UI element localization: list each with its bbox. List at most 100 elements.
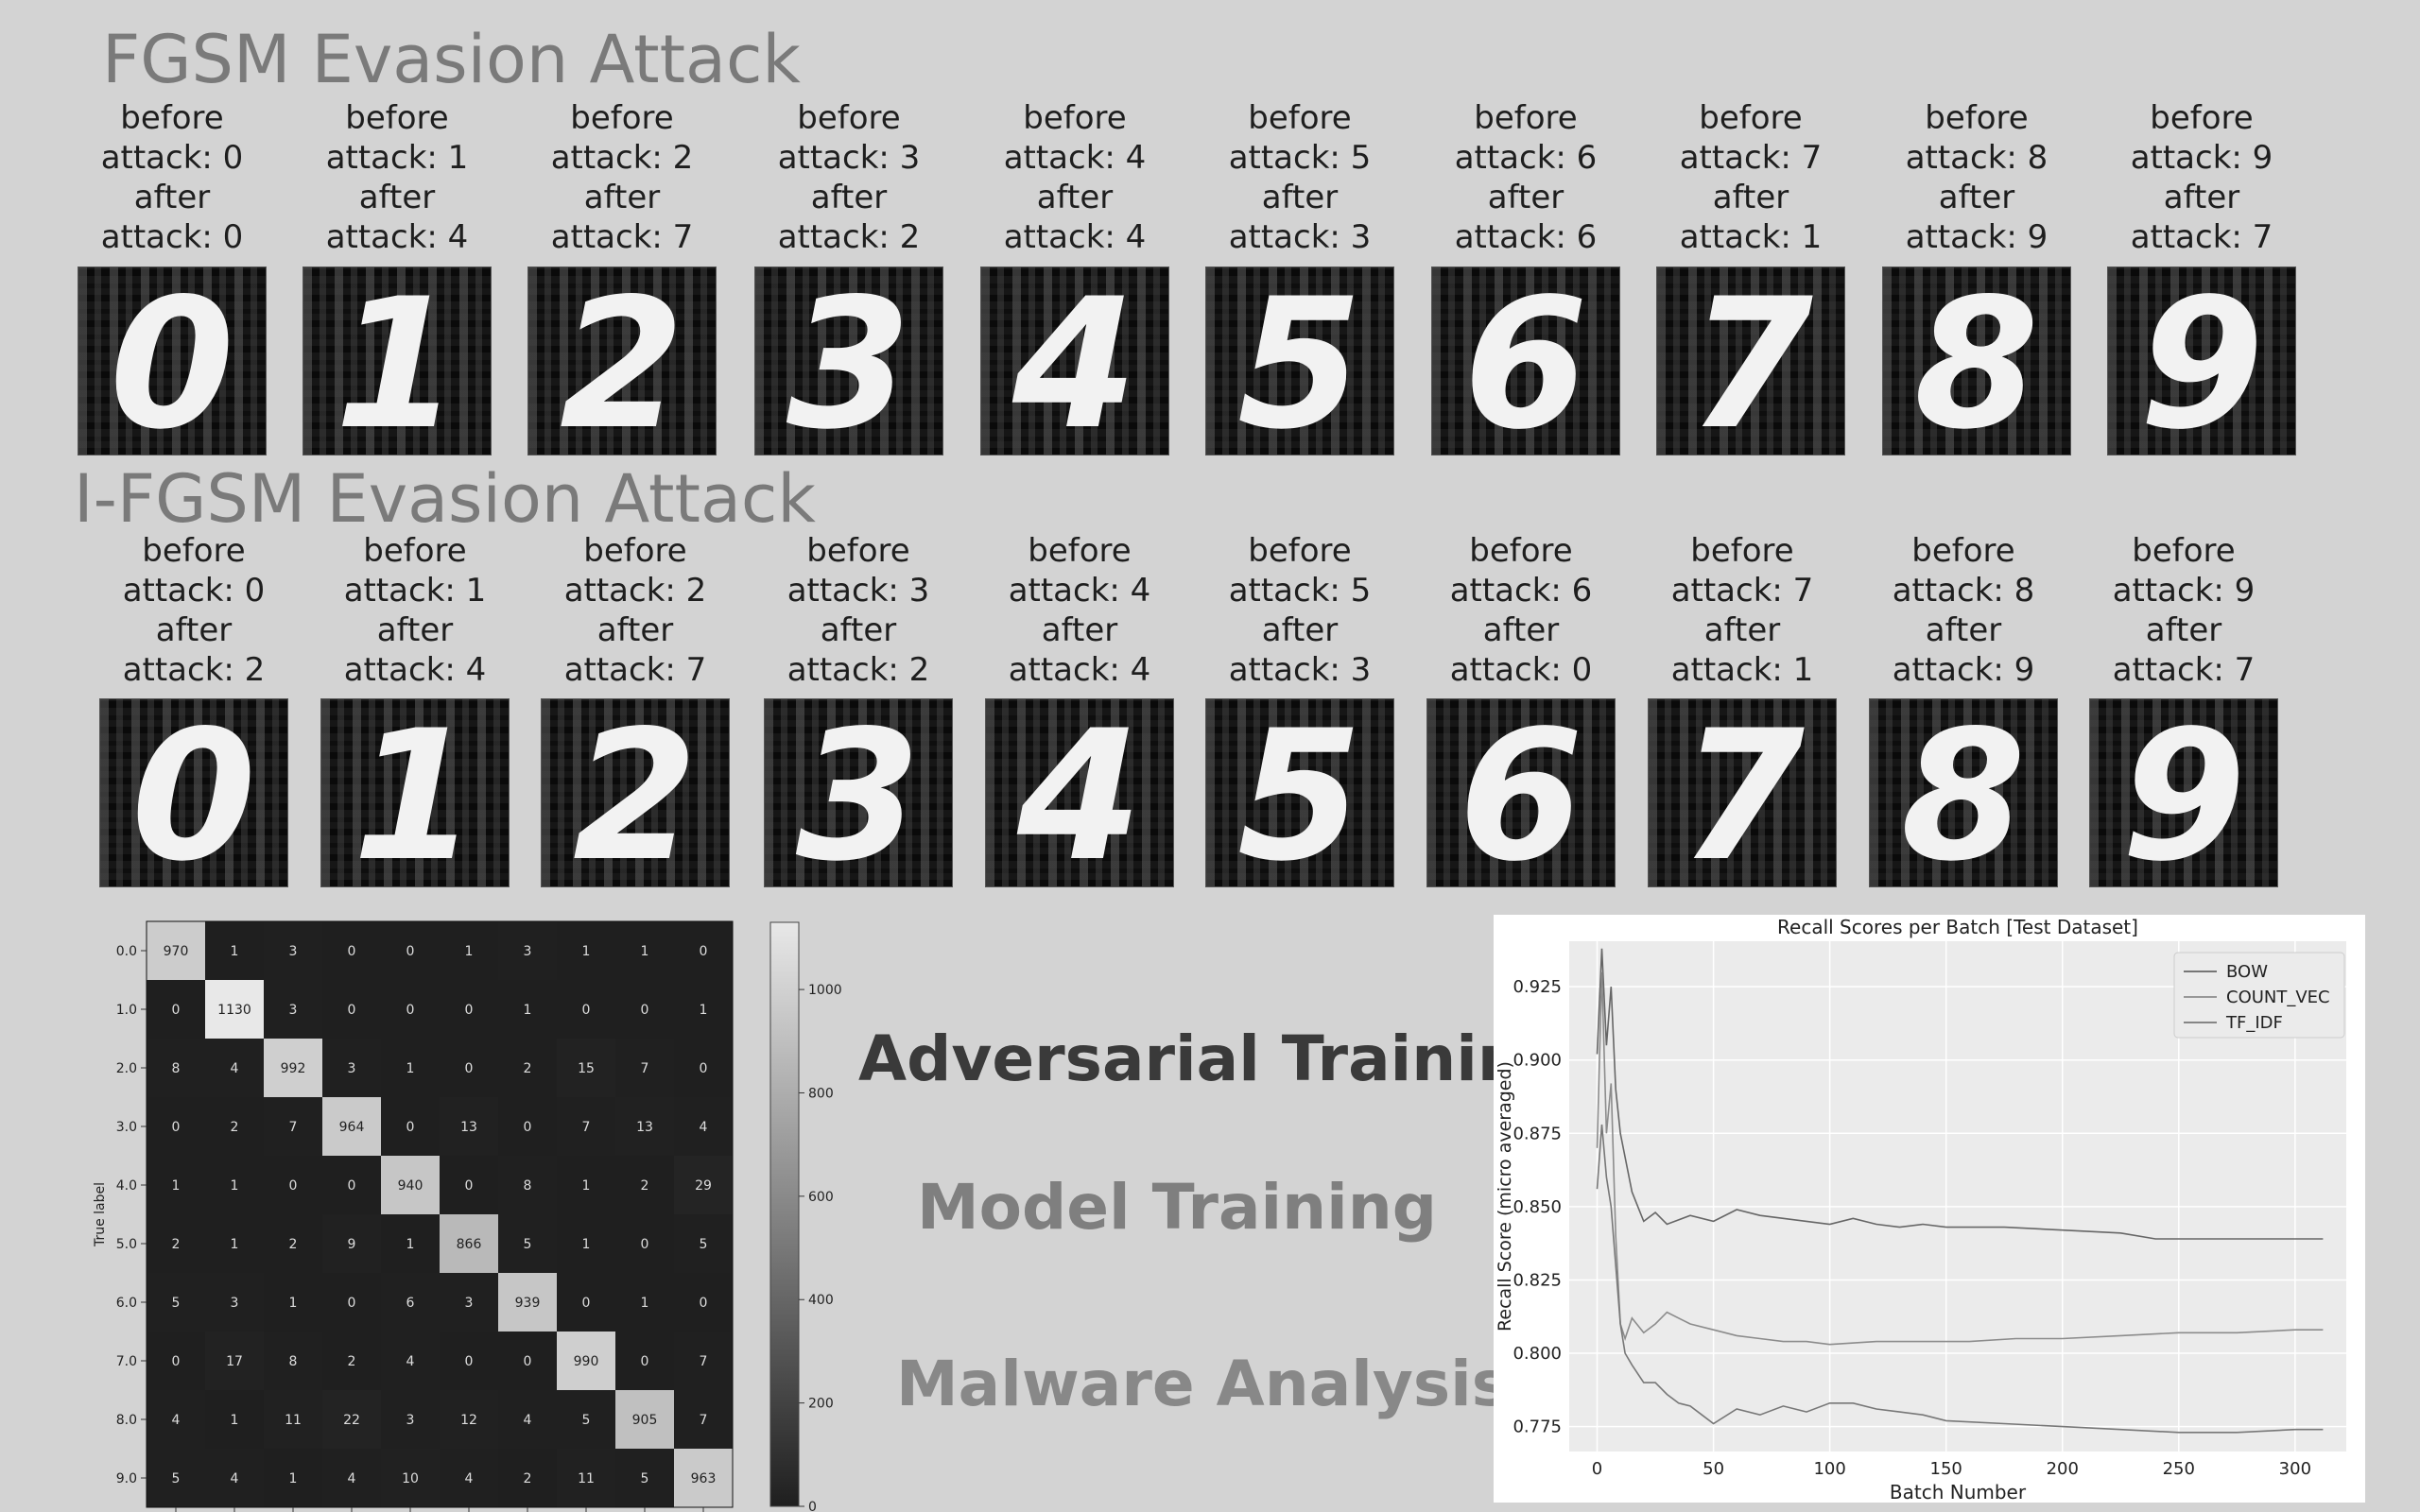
matrix-cell (264, 1039, 322, 1097)
legend-label: COUNT_VEC (2226, 988, 2330, 1007)
matrix-cell (264, 1390, 322, 1449)
matrix-cell-value: 3 (289, 1003, 298, 1018)
malware-analysis-label: Malware Analysis (896, 1348, 1510, 1420)
matrix-cell (264, 1273, 322, 1332)
digit-glyph: 6 (1463, 267, 1588, 455)
matrix-cell-value: 13 (460, 1120, 477, 1135)
matrix-cell (615, 1332, 674, 1390)
legend-label: TF_IDF (2225, 1013, 2283, 1033)
caption-after: after (2145, 611, 2222, 649)
colorbar-tick-label: 400 (808, 1293, 834, 1308)
digit-glyph: 5 (1237, 699, 1362, 886)
matrix-cell-value: 5 (172, 1296, 181, 1311)
series-line (1596, 1124, 2324, 1434)
matrix-cell-value: 1 (524, 1003, 532, 1018)
matrix-cell (381, 1273, 440, 1332)
caption-after: after (1938, 179, 2015, 216)
matrix-cell (674, 1273, 733, 1332)
matrix-cell (147, 1097, 205, 1156)
caption-before: before (583, 532, 687, 570)
matrix-cell (147, 1156, 205, 1214)
row-tick-label: 1.0 (116, 1003, 137, 1018)
digit-glyph-text: 6 (1459, 699, 1583, 886)
matrix-cell (498, 980, 557, 1039)
ifgsm-section-title: I-FGSM Evasion Attack (74, 460, 816, 538)
matrix-cell-value: 3 (231, 1296, 239, 1311)
y-tick-label: 0.925 (1512, 977, 1562, 997)
matrix-cell (205, 921, 264, 980)
matrix-cell-value: 1 (406, 1237, 415, 1252)
digit-glyph: 8 (1914, 267, 2039, 455)
matrix-cell (557, 921, 615, 980)
matrix-cell (322, 1097, 381, 1156)
caption-after-value: attack: 7 (2130, 218, 2273, 256)
matrix-cell-value: 905 (632, 1413, 658, 1428)
matrix-cell-value: 4 (348, 1471, 356, 1486)
caption-after-value: attack: 1 (1670, 651, 1814, 689)
matrix-cell-value: 1 (582, 944, 591, 959)
matrix-cell (674, 980, 733, 1039)
matrix-cell-value: 5 (700, 1237, 708, 1252)
matrix-cell-value: 0 (700, 944, 708, 959)
matrix-cell (440, 1449, 498, 1507)
matrix-cell (322, 1039, 381, 1097)
matrix-cell (440, 1273, 498, 1332)
row-tick-label: 9.0 (116, 1471, 137, 1486)
caption-after: after (1261, 179, 1339, 216)
digit-glyph-text: 7 (1688, 267, 1813, 455)
matrix-cell-value: 4 (231, 1471, 239, 1486)
digit-image: 2 (541, 698, 730, 887)
matrix-cell (557, 1273, 615, 1332)
matrix-cell (674, 1156, 733, 1214)
caption-after: after (1041, 611, 1118, 649)
chart-title: Recall Scores per Batch [Test Dataset] (1777, 916, 2138, 938)
matrix-cell (557, 1039, 615, 1097)
matrix-cell-value: 1 (700, 1003, 708, 1018)
caption-before-value: attack: 4 (1008, 572, 1151, 610)
digit-glyph-text: 0 (131, 699, 256, 886)
caption-before: before (345, 99, 449, 137)
matrix-ylabel: True label (93, 1182, 108, 1247)
matrix-cell (615, 1449, 674, 1507)
caption-after-value: attack: 4 (343, 651, 487, 689)
matrix-cell-value: 0 (700, 1296, 708, 1311)
matrix-cell (557, 1332, 615, 1390)
matrix-cell-value: 0 (524, 1354, 532, 1369)
caption-after-value: attack: 2 (122, 651, 266, 689)
digit-image: 5 (1205, 266, 1394, 455)
caption-before: before (2132, 532, 2236, 570)
matrix-cell-value: 8 (524, 1178, 532, 1194)
caption-before-value: attack: 7 (1679, 139, 1823, 177)
matrix-cell-value: 0 (289, 1178, 298, 1194)
caption-before-value: attack: 5 (1228, 139, 1372, 177)
matrix-cell-value: 1 (641, 1296, 649, 1311)
matrix-cell-value: 866 (457, 1237, 482, 1252)
matrix-cell-value: 12 (460, 1413, 477, 1428)
caption-before: before (1248, 532, 1352, 570)
y-tick-label: 0.850 (1512, 1197, 1562, 1217)
row-tick-label: 8.0 (116, 1413, 137, 1428)
matrix-cell (381, 1156, 440, 1214)
caption-before: before (806, 532, 910, 570)
digit-image: 2 (527, 266, 717, 455)
matrix-cell (498, 1214, 557, 1273)
digit-glyph: 9 (2139, 267, 2264, 455)
matrix-cell-value: 2 (524, 1471, 532, 1486)
caption-after: after (155, 611, 233, 649)
matrix-cell (674, 1332, 733, 1390)
matrix-cell-value: 3 (406, 1413, 415, 1428)
matrix-cell (498, 1097, 557, 1156)
row-tick-label: 4.0 (116, 1178, 137, 1194)
series-line (1596, 948, 2324, 1240)
matrix-cell (557, 1156, 615, 1214)
matrix-cell-value: 0 (172, 1120, 181, 1135)
matrix-cell-value: 990 (574, 1354, 599, 1369)
